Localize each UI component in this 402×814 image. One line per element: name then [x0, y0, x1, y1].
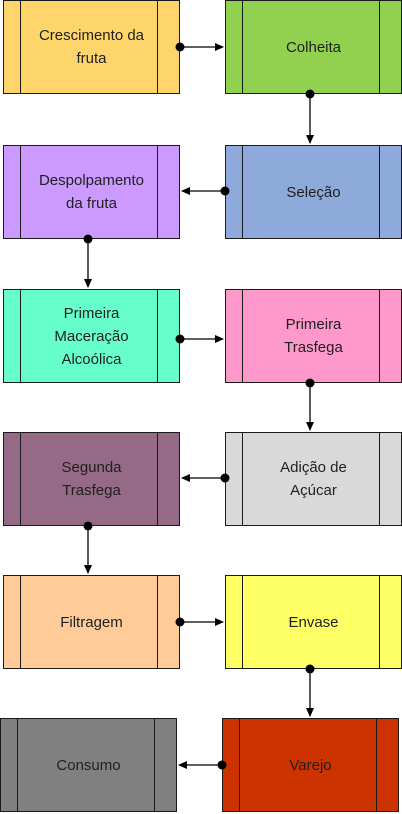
- arrow-selecao-to-despolpamento: [181, 186, 230, 196]
- step-label: Primeira Maceração Alcoólica: [54, 304, 129, 368]
- step-label: Varejo: [289, 756, 332, 774]
- step-selecao: Seleção: [225, 145, 402, 239]
- step-label: Crescimento da fruta: [38, 27, 145, 67]
- arrow-crescimento-to-colheita: [175, 42, 224, 52]
- step-label: Seleção: [286, 183, 341, 201]
- arrow-adicao-acucar-to-segunda-trasfega: [181, 473, 230, 483]
- arrow-primeira-trasfega-to-adicao-acucar: [305, 378, 315, 431]
- arrow-filtragem-to-envase: [175, 617, 224, 627]
- step-consumo: Consumo: [0, 718, 177, 812]
- step-label: Segunda Trasfega: [61, 459, 122, 499]
- step-label: Despolpamento da fruta: [38, 172, 145, 212]
- step-label: Adição de Açúcar: [280, 459, 347, 499]
- arrow-envase-to-varejo: [305, 664, 315, 717]
- arrow-segunda-trasfega-to-filtragem: [83, 521, 93, 574]
- arrow-primeira-maceracao-to-primeira-trasfega: [175, 334, 224, 344]
- step-filtragem: Filtragem: [3, 575, 180, 669]
- step-segunda-trasfega: Segunda Trasfega: [3, 432, 180, 526]
- step-label: Filtragem: [60, 613, 123, 631]
- step-primeira-maceracao-alcoolica: Primeira Maceração Alcoólica: [3, 289, 180, 383]
- step-label: Envase: [288, 613, 339, 631]
- step-label: Primeira Trasfega: [284, 316, 343, 356]
- step-envase: Envase: [225, 575, 402, 669]
- arrow-varejo-to-consumo: [178, 760, 227, 770]
- step-adicao-de-acucar: Adição de Açúcar: [225, 432, 402, 526]
- step-label: Colheita: [285, 38, 342, 56]
- step-label: Consumo: [56, 756, 121, 774]
- arrow-colheita-to-selecao: [305, 89, 315, 144]
- step-crescimento-da-fruta: Crescimento da fruta: [3, 0, 180, 94]
- step-despolpamento-da-fruta: Despolpamento da fruta: [3, 145, 180, 239]
- arrow-despolpamento-to-primeira-maceracao: [83, 234, 93, 288]
